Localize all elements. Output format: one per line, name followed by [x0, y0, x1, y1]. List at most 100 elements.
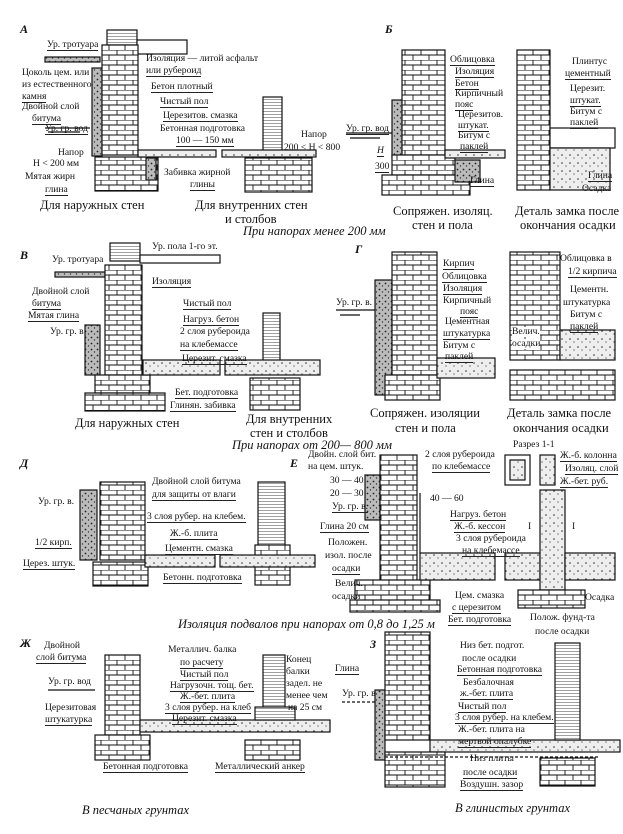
label: мертвой опалубке [458, 736, 532, 748]
label: Напор [301, 129, 327, 140]
caption: Деталь замка после [515, 204, 620, 218]
label: 200 < H < 800 [284, 142, 341, 153]
label: Битум с [458, 130, 491, 141]
label: Бетон [455, 78, 479, 90]
label: 300 [375, 161, 390, 173]
label: Осадка [585, 592, 615, 603]
label: задел. не [286, 678, 323, 689]
label: Глина [470, 175, 495, 187]
label: Низ плиты [470, 753, 514, 764]
label: штукатурка [443, 328, 491, 340]
label: Конец [286, 654, 312, 665]
label: битума [32, 298, 62, 310]
caption: окончания осадки [513, 421, 609, 435]
heading-basements: Изоляция подвалов при напорах от 0,8 до … [178, 617, 435, 631]
label: после осадки [463, 767, 518, 779]
label: Церез. штук. [23, 558, 76, 570]
label: Чистый пол [183, 298, 232, 310]
caption: Деталь замка после [507, 406, 612, 420]
caption: стен и пола [412, 218, 473, 232]
caption: стен и столбов [250, 426, 328, 440]
section-letter-z: З [370, 637, 377, 651]
label: штукатурка [563, 297, 611, 308]
label: Двойн. слой бит. [308, 449, 377, 460]
label: для защиты от влаги [152, 489, 236, 501]
label: Цем. смазка [455, 590, 505, 601]
label: Ж.-б. колонна [560, 450, 617, 462]
label: паклей [570, 117, 599, 129]
label: Цементн. смазка [165, 543, 233, 555]
label: Ж.-б. плита [170, 528, 218, 540]
label: Облицовка в [560, 253, 612, 264]
label: 1/2 кирп. [35, 537, 72, 549]
label: камня [22, 91, 47, 103]
label: паклей [460, 141, 489, 153]
section-v-drawing [54, 242, 321, 412]
label: слой битума [36, 652, 87, 664]
label: Чистый пол [160, 96, 209, 108]
label: с церезитом [452, 602, 501, 614]
label: Ур. гр. в. [38, 496, 74, 507]
label: Нагруз. бетон [450, 509, 507, 521]
label: Церезитовая [45, 702, 97, 713]
label: Бетонная подготовка [160, 123, 246, 134]
label: Забивка жирной [164, 167, 231, 178]
label: Ур. пола 1-го эт. [152, 241, 218, 252]
section-letter-e: Е [290, 456, 299, 470]
label: H [377, 145, 384, 157]
label: 3 слоя рубер. на клеб [165, 702, 251, 714]
label: глины [190, 179, 215, 191]
label: Ур. гр. в [342, 688, 376, 699]
label: 40 — 60 [430, 493, 464, 504]
label: 3 слоя рубер. на клебем. [147, 511, 246, 523]
label: осадки [332, 563, 361, 575]
label: Церезитов. смазка [163, 110, 238, 122]
label: Низ бет. подгот. [460, 640, 525, 651]
label: Ур. тротуара [47, 39, 99, 51]
label: Ур. гр. вод [346, 123, 389, 135]
label: Напор [58, 147, 84, 158]
label: Ур. тротуара [52, 254, 104, 265]
label: изол. после [325, 550, 372, 561]
label: Металлический анкер [215, 761, 305, 773]
label: Разрез 1-1 [513, 439, 555, 450]
label: Изоляция [152, 276, 192, 288]
label: 3 слоя рубероида [456, 533, 526, 544]
label: Велич. [512, 326, 540, 337]
label: Церезитов. [458, 109, 504, 120]
label: 1/2 кирпича [568, 266, 617, 278]
label: Кирпич [443, 258, 475, 270]
label: после осадки [535, 626, 590, 637]
caption: окончания осадки [520, 218, 616, 232]
label: паклей [445, 351, 474, 363]
label: Нагрузочн. тощ. бет. [170, 680, 254, 692]
label: I [528, 521, 532, 532]
label: Облицовка [450, 54, 495, 66]
label: Ж.-бет. плита [180, 691, 236, 703]
label: на клебемассе [462, 545, 520, 557]
label: Осадка [582, 183, 612, 194]
label: штукат. [570, 95, 601, 107]
label: из естественного [22, 79, 92, 90]
caption: Для внутренних стен [195, 198, 308, 212]
heading-under-200: При напорах менее 200 мм [243, 224, 386, 238]
label: Ур. гр. вод [48, 676, 91, 687]
label: Положен. [328, 537, 368, 548]
label: Ж.-бет. плита на [458, 724, 525, 735]
label: по клебемассе [432, 461, 491, 473]
label: Глинян. забивка [170, 400, 236, 412]
label: 3 слоя рубер. на клебем. [455, 712, 554, 724]
caption: Сопряжен. изоляции [370, 406, 480, 420]
label: цементный [565, 68, 611, 80]
label: по расчету [180, 657, 224, 669]
label: Глина [588, 170, 613, 182]
label: Глина [335, 663, 360, 675]
label: 30 — 40 [330, 475, 364, 486]
label: Ур. гр. в. [336, 297, 372, 308]
label: или рубероид [146, 65, 202, 77]
label: Полож. фунд-та [530, 612, 595, 623]
label: Церезит. смазка [182, 353, 247, 365]
label: I [572, 521, 576, 532]
label: Битум с [570, 309, 603, 320]
